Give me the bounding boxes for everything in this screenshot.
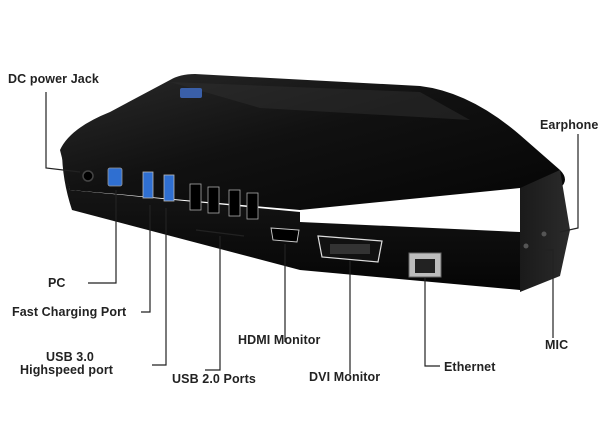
label-pc: PC xyxy=(48,276,66,290)
leader-earphone xyxy=(559,134,579,233)
label-dvi-monitor: DVI Monitor xyxy=(309,370,381,384)
leader-pc xyxy=(88,190,117,284)
usb2-port-3 xyxy=(228,189,241,217)
pc-usb-port xyxy=(107,167,123,187)
usb3-port-1 xyxy=(142,171,154,199)
leader-mic xyxy=(538,249,554,338)
device-gloss xyxy=(170,82,470,120)
usb2-port-4 xyxy=(246,192,259,220)
label-usb20-ports: USB 2.0 Ports xyxy=(172,372,256,386)
earphone-jack xyxy=(541,231,547,237)
dvi-pins xyxy=(330,244,370,254)
leader-dc xyxy=(45,92,81,173)
label-hdmi-monitor: HDMI Monitor xyxy=(238,333,321,347)
label-fast-charging-port: Fast Charging Port xyxy=(12,305,127,319)
device-side xyxy=(520,170,570,292)
leader-fast-charging xyxy=(141,205,151,313)
mic-jack xyxy=(523,243,529,249)
dc-jack xyxy=(82,170,94,182)
usb3-port-2 xyxy=(163,174,175,202)
label-mic: MIC xyxy=(545,338,569,352)
hdmi-port xyxy=(270,227,300,243)
usb2-port-2 xyxy=(207,186,220,214)
usb2-port-1 xyxy=(189,183,202,211)
ethernet-socket xyxy=(415,259,435,273)
label-earphone: Earphone xyxy=(540,118,599,132)
displaylink-logo xyxy=(180,88,202,98)
leader-usb30 xyxy=(152,208,167,366)
leader-usb20 xyxy=(195,229,245,371)
label-ethernet: Ethernet xyxy=(444,360,496,374)
label-usb30-line2: Highspeed port xyxy=(20,363,114,377)
leader-ethernet xyxy=(424,278,440,367)
label-dc-power-jack: DC power Jack xyxy=(8,72,99,86)
leader-lines xyxy=(45,92,579,374)
label-usb30-line1: USB 3.0 xyxy=(46,350,94,364)
